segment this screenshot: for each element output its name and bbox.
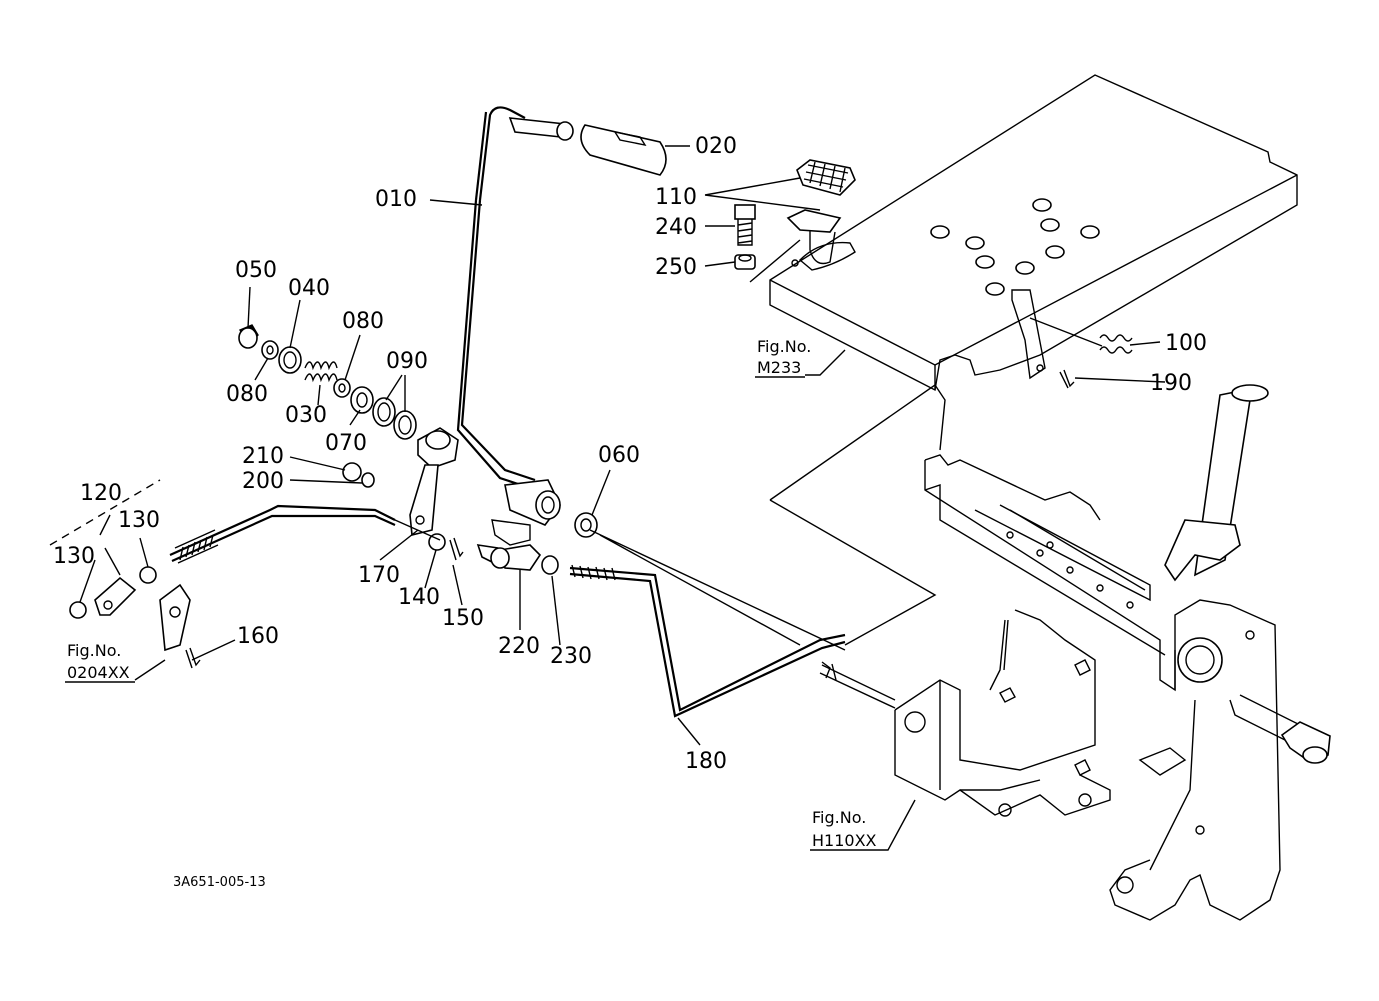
fig-ref-h110-code: H110XX xyxy=(812,831,877,850)
label-100: 100 xyxy=(1165,331,1207,356)
shift-lever xyxy=(456,106,574,490)
label-010: 010 xyxy=(375,187,417,212)
label-210: 210 xyxy=(242,444,284,469)
washer-stack xyxy=(238,324,417,440)
ball-joint xyxy=(476,544,542,571)
label-240: 240 xyxy=(655,215,697,240)
label-080-lower: 080 xyxy=(226,382,268,407)
nut-230 xyxy=(541,555,559,575)
lever-grip xyxy=(580,124,667,176)
label-130-right: 130 xyxy=(118,508,160,533)
label-110: 110 xyxy=(655,185,697,210)
figure-references: Fig.No. M233 Fig.No. 0204XX Fig.No. H110… xyxy=(65,337,880,851)
label-060: 060 xyxy=(598,443,640,468)
label-040: 040 xyxy=(288,276,330,301)
washer xyxy=(574,512,598,538)
shaft-boss xyxy=(491,479,561,546)
label-050: 050 xyxy=(235,258,277,283)
part-labels: 010 020 110 240 250 100 190 050 040 080 … xyxy=(53,134,1207,774)
fig-ref-m233-title: Fig.No. xyxy=(757,337,811,356)
nut-and-washer xyxy=(342,462,375,488)
label-020: 020 xyxy=(695,134,737,159)
main-frame xyxy=(769,384,1331,921)
clevis xyxy=(69,566,157,619)
label-030: 030 xyxy=(285,403,327,428)
cable-end xyxy=(819,661,896,709)
platform-panel xyxy=(769,74,1298,392)
fig-ref-0204-code: 0204XX xyxy=(67,663,130,682)
label-220: 220 xyxy=(498,634,540,659)
label-250: 250 xyxy=(655,255,697,280)
linkage-rod xyxy=(169,504,396,564)
label-200: 200 xyxy=(242,469,284,494)
label-140: 140 xyxy=(398,585,440,610)
label-090: 090 xyxy=(386,349,428,374)
label-070: 070 xyxy=(325,431,367,456)
cotter-pin xyxy=(1059,369,1075,389)
label-120: 120 xyxy=(80,481,122,506)
cotter-pin-160 xyxy=(185,647,201,669)
fig-ref-h110-title: Fig.No. xyxy=(812,808,866,827)
nut xyxy=(734,254,756,270)
label-190: 190 xyxy=(1150,371,1192,396)
washer-140 xyxy=(428,533,446,551)
drawing-code: 3A651-005-13 xyxy=(173,875,266,890)
label-130-left: 130 xyxy=(53,544,95,569)
label-150: 150 xyxy=(442,606,484,631)
fig-ref-0204-title: Fig.No. xyxy=(67,641,121,660)
label-180: 180 xyxy=(685,749,727,774)
label-170: 170 xyxy=(358,563,400,588)
bracket-plate xyxy=(159,583,191,652)
platform-studs xyxy=(930,198,1100,296)
bolt xyxy=(734,204,756,246)
fig-ref-m233-code: M233 xyxy=(757,358,801,377)
rod-180 xyxy=(569,564,846,718)
pedal-pad xyxy=(786,159,856,265)
leader-lines xyxy=(79,145,1166,851)
spring xyxy=(1011,289,1133,380)
label-230: 230 xyxy=(550,644,592,669)
pivot-arm xyxy=(409,427,459,537)
label-080-upper: 080 xyxy=(342,309,384,334)
label-160: 160 xyxy=(237,624,279,649)
pin-150 xyxy=(449,537,464,561)
